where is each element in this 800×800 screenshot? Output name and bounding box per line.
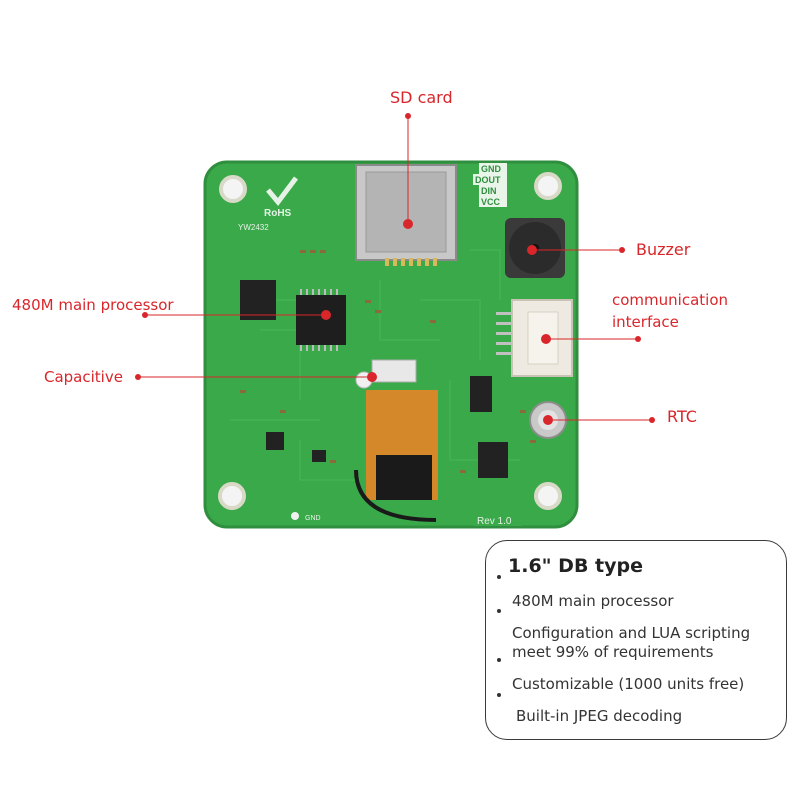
buzzer-label: Buzzer [636,240,691,259]
callout-lines [138,116,652,421]
feature-item: meet 99% of requirements [512,643,714,661]
rtc-label: RTC [667,407,697,426]
gnd-pad-text: GND [305,515,321,522]
callout-dots [135,113,655,425]
feature-item: 480M main processor [512,592,674,610]
capacitive-label: Capacitive [44,368,123,386]
rohs-text: RoHS [264,208,292,219]
communication-label-line1: communication [612,291,729,309]
sd-card-label: SD card [390,88,453,107]
feature-title: 1.6" DB type [508,555,643,577]
communication-label-line2: interface [612,313,679,331]
pin-dout: DOUT [475,175,501,185]
rohs-check-icon [266,176,298,207]
feature-box: 1.6" DB type 480M main processor Configu… [485,540,787,740]
bullet-icon [497,575,501,579]
bullet-icon [497,609,501,613]
revision-text: Rev 1.0 [477,516,512,527]
main-processor-chip [296,295,346,345]
feature-item: Customizable (1000 units free) [512,675,745,693]
feature-item: Built-in JPEG decoding [516,707,683,725]
mounting-holes [218,172,562,510]
bullet-icon [497,693,501,697]
model-text: YW2432 [238,223,269,232]
pin-din: DIN [481,186,497,196]
main-processor-label: 480M main processor [12,296,174,314]
feature-item: Configuration and LUA scripting [512,624,751,642]
capacitive-connector [371,359,417,383]
bullet-icon [497,658,501,662]
pin-gnd: GND [481,164,502,174]
pin-labels: GND DOUT DIN VCC [473,163,507,207]
pin-vcc: VCC [481,197,501,207]
pcb [203,160,579,529]
